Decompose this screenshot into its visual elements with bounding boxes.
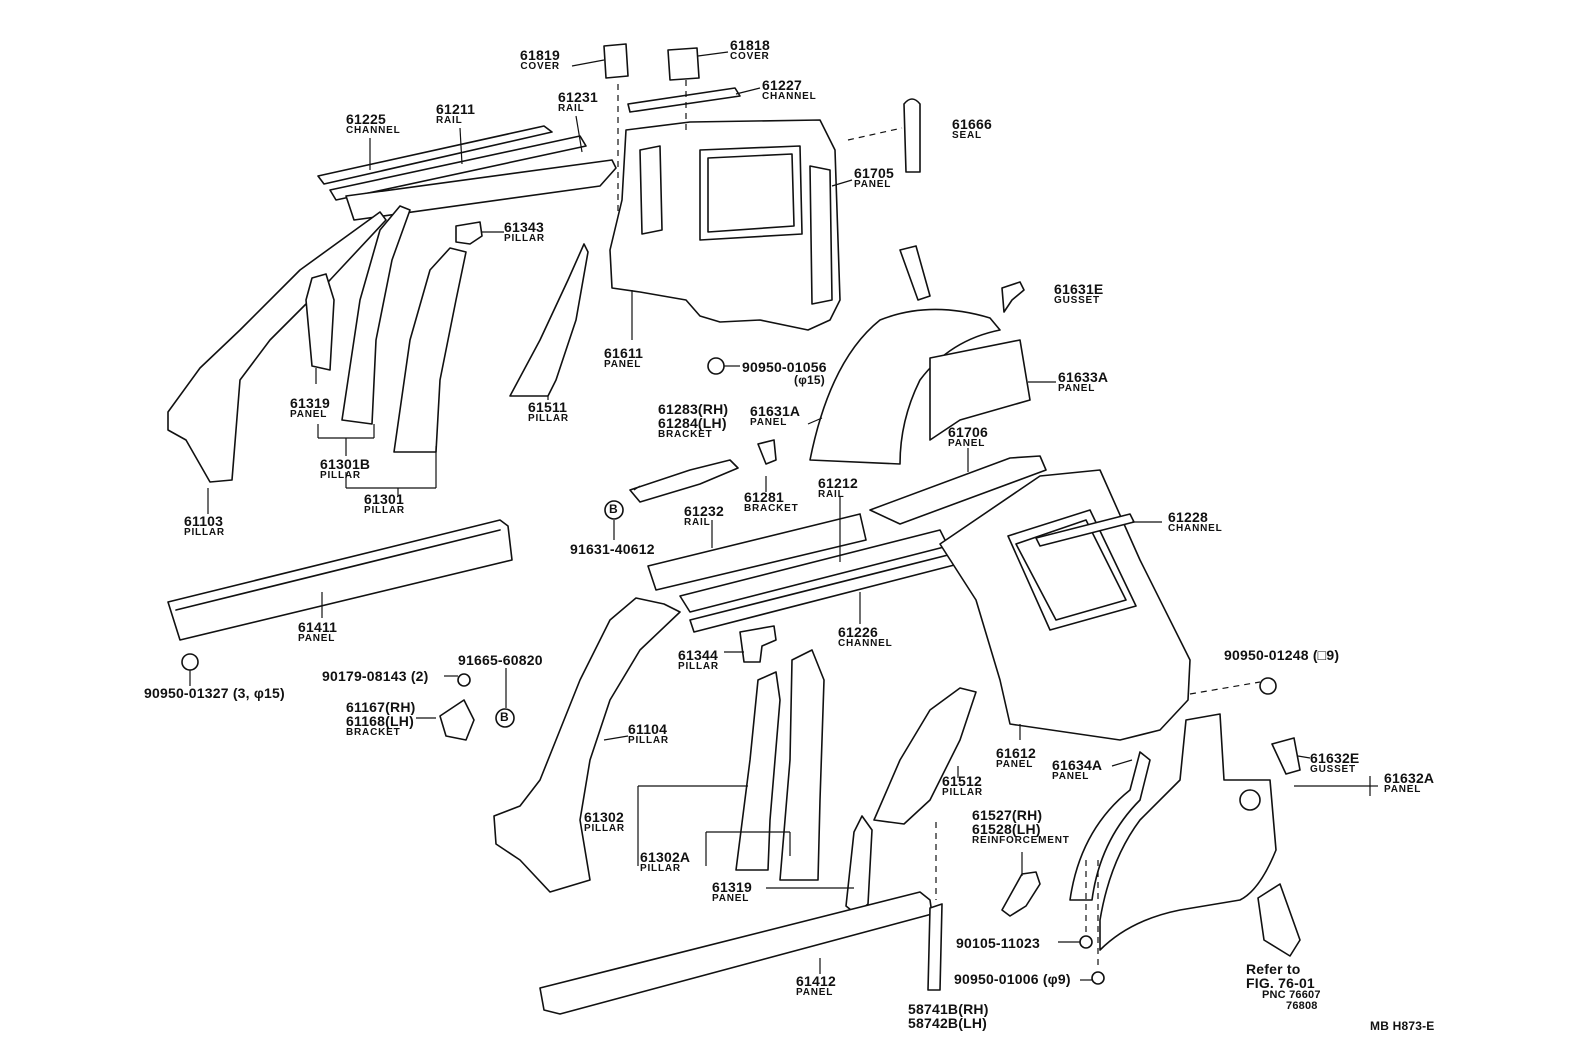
label-90105-11023: 90105-11023 bbox=[956, 935, 1040, 951]
label-61103: 61103 PILLAR bbox=[184, 513, 225, 538]
bracket-61283-part bbox=[629, 459, 739, 503]
label-61302: 61302 PILLAR bbox=[584, 809, 625, 834]
cover-61818-part bbox=[667, 47, 700, 81]
panel-61612-part bbox=[939, 469, 1191, 741]
panel-61631A-part bbox=[809, 308, 1001, 465]
cover-61819-part bbox=[603, 43, 629, 79]
label-61225: 61225 CHANNEL bbox=[346, 111, 401, 136]
label-61631E: 61631E GUSSET bbox=[1054, 281, 1104, 306]
label-90950-01248: 90950-01248 (□9) bbox=[1224, 647, 1340, 663]
rail-61231-part bbox=[345, 159, 617, 221]
label-61301B: 61301B PILLAR bbox=[320, 456, 371, 481]
pillar-61302A-part bbox=[779, 649, 825, 881]
panel-61319b-part bbox=[845, 815, 873, 915]
bolt-90105-11023-part bbox=[1079, 935, 1093, 949]
label-90179-08143: 90179-08143 (2) bbox=[322, 668, 429, 684]
mudflap-part bbox=[1257, 883, 1301, 957]
label-90950-01056: 90950-01056 (φ15) bbox=[742, 359, 827, 387]
strip-58741B-part bbox=[927, 903, 943, 991]
pillar-61302-part bbox=[735, 671, 781, 871]
label-61212: 61212 RAIL bbox=[818, 475, 858, 500]
panel-61634A-part bbox=[1069, 751, 1151, 901]
gusset-61632E-part bbox=[1271, 737, 1301, 775]
label-90950-01006: 90950-01006 (φ9) bbox=[954, 971, 1071, 987]
label-61283: 61283(RH) 61284(LH) BRACKET bbox=[658, 401, 729, 440]
reinforcement-61527-part bbox=[1001, 871, 1041, 917]
reference-note: Refer to FIG. 76-01 PNC 76607 76808 bbox=[1246, 961, 1321, 1012]
label-61632A: 61632A PANEL bbox=[1384, 770, 1435, 795]
panel-61319-part bbox=[305, 273, 335, 371]
label-61527: 61527(RH) 61528(LH) REINFORCEMENT bbox=[972, 807, 1070, 846]
clip-90179-08143-part bbox=[457, 673, 471, 687]
label-61226: 61226 CHANNEL bbox=[838, 624, 893, 649]
label-61319-upper: 61319 PANEL bbox=[290, 395, 330, 420]
label-61631A: 61631A PANEL bbox=[750, 403, 801, 428]
pillar-61511-part bbox=[509, 243, 589, 397]
rail-61232-part bbox=[647, 513, 867, 591]
label-61818: 61818 COVER bbox=[730, 37, 770, 62]
seal-61666-part bbox=[903, 98, 921, 173]
figure-code: MB H873-E bbox=[1370, 1019, 1435, 1033]
label-61706: 61706 PANEL bbox=[948, 424, 988, 449]
label-61632E: 61632E GUSSET bbox=[1310, 750, 1360, 775]
pillar-61103-part bbox=[167, 211, 387, 483]
label-61211: 61211 RAIL bbox=[436, 101, 476, 126]
channel-61227-part bbox=[627, 87, 741, 113]
nut-90950-01248-part bbox=[1259, 677, 1277, 695]
rail-61211-part bbox=[329, 135, 587, 201]
panel-61706-part bbox=[869, 455, 1047, 525]
label-61705: 61705 PANEL bbox=[854, 165, 894, 190]
label-91665-60820: 91665-60820 bbox=[458, 652, 543, 668]
panel-61705-part bbox=[609, 119, 841, 331]
label-61666: 61666 SEAL bbox=[952, 116, 992, 141]
pillar-61301-part bbox=[393, 247, 467, 453]
label-61301: 61301 PILLAR bbox=[364, 491, 405, 516]
callout-b-upper: B bbox=[609, 502, 618, 516]
pillar-61512-part bbox=[873, 687, 977, 825]
label-61411: 61411 PANEL bbox=[298, 619, 338, 644]
panel-61632A-part bbox=[1099, 713, 1277, 951]
channel-61225-part bbox=[317, 125, 553, 185]
label-61344: 61344 PILLAR bbox=[678, 647, 719, 672]
label-61167: 61167(RH) 61168(LH) BRACKET bbox=[346, 699, 416, 738]
nut-90950-01056-part bbox=[707, 357, 725, 375]
label-61634A: 61634A PANEL bbox=[1052, 757, 1103, 782]
label-61633A: 61633A PANEL bbox=[1058, 369, 1109, 394]
label-61232: 61232 RAIL bbox=[684, 503, 724, 528]
label-61302A: 61302A PILLAR bbox=[640, 849, 691, 874]
pillar-61104-part bbox=[493, 597, 681, 893]
bracket-61281-part bbox=[757, 439, 777, 465]
label-61512: 61512 PILLAR bbox=[942, 773, 983, 798]
pillar-61301B-part bbox=[341, 205, 411, 425]
label-61227: 61227 CHANNEL bbox=[762, 77, 817, 102]
callout-b-lower: B bbox=[500, 710, 509, 724]
label-61612: 61612 PANEL bbox=[996, 745, 1036, 770]
label-61412: 61412 PANEL bbox=[796, 973, 836, 998]
panel-61412-part bbox=[539, 891, 933, 1015]
panel-61633A-part bbox=[929, 339, 1031, 441]
label-61511: 61511 PILLAR bbox=[528, 399, 569, 424]
bracket-61167-part bbox=[439, 699, 475, 741]
label-61231: 61231 RAIL bbox=[558, 89, 598, 114]
pillar-61343-part bbox=[455, 221, 483, 245]
panel-61411-part bbox=[167, 519, 513, 641]
pillar-61344-part bbox=[739, 625, 777, 663]
label-61819: 61819 COVER bbox=[520, 47, 560, 72]
label-61611: 61611 PANEL bbox=[604, 345, 644, 370]
gusset-61631E-part bbox=[1001, 281, 1025, 313]
label-61319-lower: 61319 PANEL bbox=[712, 879, 752, 904]
nut-90950-01006-part bbox=[1091, 971, 1105, 985]
nut-90950-01327-part bbox=[181, 653, 199, 671]
label-61228: 61228 CHANNEL bbox=[1168, 509, 1223, 534]
label-90950-01327: 90950-01327 (3, φ15) bbox=[144, 685, 285, 701]
label-91631-40612: 91631-40612 bbox=[570, 541, 655, 557]
label-61281: 61281 BRACKET bbox=[744, 489, 799, 514]
label-61104: 61104 PILLAR bbox=[628, 721, 669, 746]
label-58741B: 58741B(RH) 58742B(LH) bbox=[908, 1001, 989, 1031]
label-61343: 61343 PILLAR bbox=[504, 219, 545, 244]
